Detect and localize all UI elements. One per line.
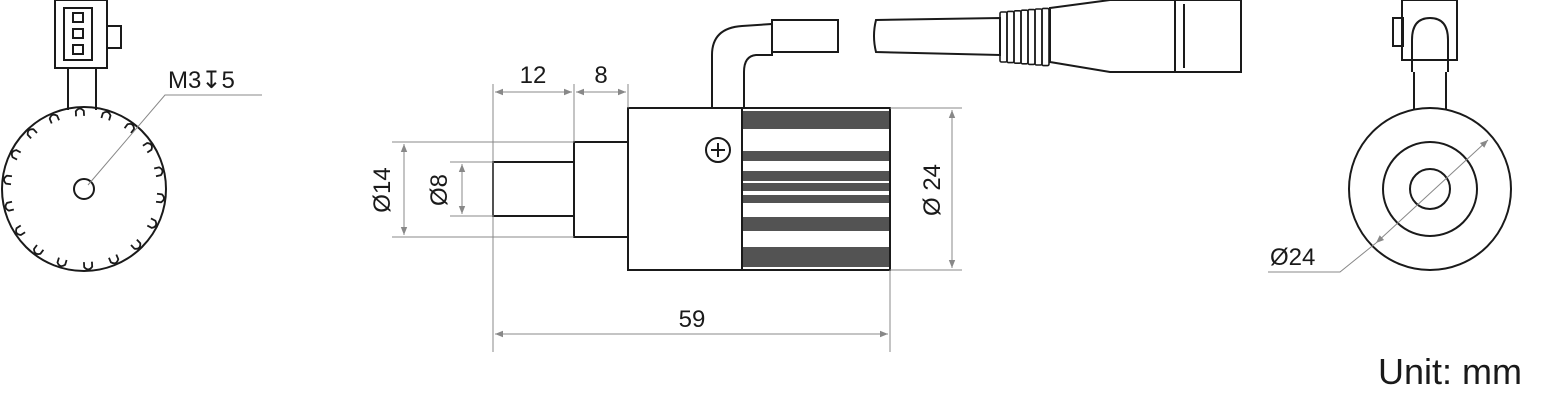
knurled-disk [1, 106, 167, 272]
strain-ring [1020, 9, 1029, 65]
dim-dia-end: Ø24 [1270, 244, 1315, 271]
knurl-notch [33, 244, 45, 255]
right-elbow [1411, 16, 1449, 72]
cable-segment [771, 19, 839, 53]
knurl-notch [130, 238, 142, 250]
strain-ring [1013, 10, 1022, 65]
knurled-section [741, 107, 891, 271]
right-connector-latch [1392, 17, 1404, 47]
strain-ring [1041, 7, 1050, 67]
unit-label: Unit: mm [1378, 351, 1522, 392]
connector-pin [72, 28, 84, 39]
dia-leader-tail [1268, 242, 1377, 273]
knurl-notch [108, 254, 120, 265]
housing-body [627, 107, 743, 271]
strain-ring [999, 11, 1008, 63]
connector-housing [54, 0, 108, 69]
connector-inner [63, 7, 93, 61]
plug-body [1174, 0, 1242, 73]
knurl-notch [153, 166, 164, 178]
dim-length-step: 8 [594, 62, 607, 89]
strain-ring [1006, 10, 1015, 64]
knurl-notch [100, 110, 112, 121]
knurl-notch [26, 128, 38, 140]
knurl-notch [155, 192, 165, 204]
shaft-step [573, 141, 629, 238]
connector-latch [106, 25, 122, 49]
right-end-view [1268, 0, 1512, 273]
knurl-notch [10, 149, 22, 161]
dim-dia-body: Ø 24 [919, 164, 946, 216]
thread-label: M3↧5 [168, 67, 235, 94]
knurl-notches [3, 107, 165, 271]
shaft [492, 161, 575, 217]
side-view [492, 0, 1242, 271]
knurl-notch [74, 107, 85, 117]
dim-total-length: 59 [679, 306, 706, 333]
elbow-cable [711, 22, 773, 108]
center-hole [73, 178, 95, 200]
connector-pin [72, 12, 84, 23]
connector-pin [72, 44, 84, 55]
side-view-dimensions [392, 84, 962, 352]
knurl-notch [83, 261, 94, 271]
shaft-circle [1409, 168, 1451, 210]
knurl-notch [56, 257, 68, 268]
strain-relief [999, 7, 1050, 67]
left-end-view [1, 0, 262, 272]
dim-length-shaft: 12 [520, 62, 547, 89]
knurl-ribs [742, 111, 890, 267]
knurl-notch [146, 217, 158, 229]
knurl-notch [123, 123, 135, 134]
knurl-notch [48, 113, 60, 124]
dia-leader [1375, 139, 1489, 244]
dim-dia-inner: Ø8 [426, 174, 453, 206]
step-circle [1382, 141, 1478, 237]
knurl-notch [142, 142, 153, 154]
screw-head [705, 137, 731, 163]
strain-ring [1027, 8, 1036, 66]
outer-circle [1348, 107, 1512, 271]
dim-dia-outer: Ø14 [369, 167, 396, 212]
knurl-notch [15, 224, 26, 236]
thread-leader [87, 94, 262, 186]
strain-ring [1034, 8, 1043, 66]
plug-transition [1049, 0, 1176, 73]
knurl-notch [4, 200, 15, 212]
knurl-notch [3, 174, 13, 186]
cable-end [873, 16, 1001, 57]
